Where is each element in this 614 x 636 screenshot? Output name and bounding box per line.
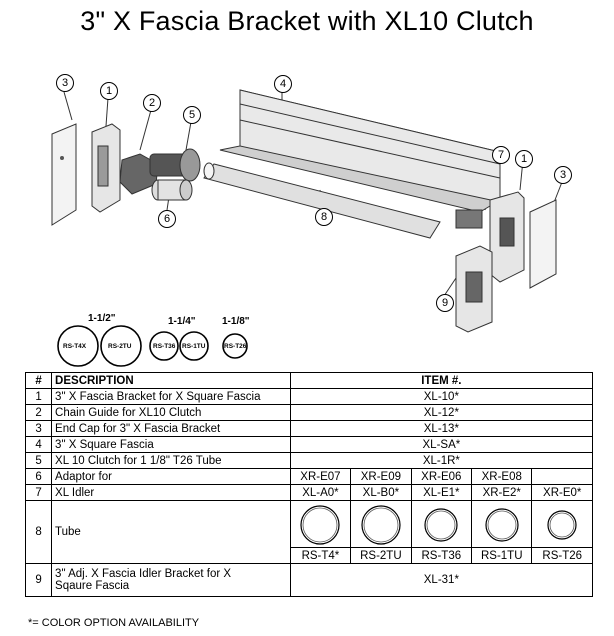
row-num: 3 — [24, 420, 53, 437]
row-description: 3" X Fascia Bracket for X Square Fascia — [51, 388, 291, 405]
tube-profile-icon — [485, 508, 519, 542]
item-code: XL-E1* — [410, 484, 473, 501]
row-num: 6 — [24, 468, 53, 485]
row-description: Adaptor for — [51, 468, 291, 485]
row-num: 5 — [24, 452, 53, 469]
row-num: 9 — [24, 563, 53, 597]
callout-3-right: 3 — [554, 166, 572, 184]
row-description: XL 10 Clutch for 1 1/8" T26 Tube — [51, 452, 291, 469]
table-row: 2 Chain Guide for XL10 Clutch XL-12* — [24, 404, 594, 421]
callout-9: 9 — [436, 294, 454, 312]
col-header-num: # — [24, 372, 53, 389]
callout-1-left: 1 — [100, 82, 118, 100]
ring-label: RS-T26 — [224, 343, 247, 350]
row-num: 8 — [24, 500, 53, 564]
row-num: 2 — [24, 404, 53, 421]
item-code: RS-1TU — [471, 547, 533, 564]
tube-profile-cell — [289, 500, 352, 548]
exploded-assembly-diagram — [51, 89, 563, 333]
ring-label: RS-1TU — [182, 343, 206, 350]
callout-6: 6 — [158, 210, 176, 228]
col-header-item: ITEM #. — [289, 372, 594, 389]
item-code: XR-E07 — [289, 468, 352, 485]
item-code: XL-A0* — [289, 484, 352, 501]
table-row: RS-T4* RS-2TU RS-T36 RS-1TU RS-T26 — [26, 547, 593, 564]
pipe-size-label: 1-1/4" — [168, 316, 196, 327]
row-description: 3" X Square Fascia — [51, 436, 291, 453]
callout-2: 2 — [143, 94, 161, 112]
row-description-line: 3" Adj. X Fascia Idler Bracket for X — [55, 568, 232, 580]
item-code: RS-T36 — [410, 547, 473, 564]
tube-profile-icon — [300, 505, 341, 545]
row-num: 7 — [24, 484, 53, 501]
item-code: XR-E09 — [350, 468, 412, 485]
table-row: 9 3" Adj. X Fascia Idler Bracket for X S… — [24, 563, 594, 597]
tube-profile-cell — [531, 500, 593, 548]
callout-4: 4 — [274, 75, 292, 93]
row-item: XL-10* — [289, 388, 594, 405]
page-title: 3" X Fascia Bracket with XL10 Clutch — [80, 6, 534, 36]
tube-profile-icon — [361, 505, 401, 545]
table-row: 6 Adaptor for XR-E07 XR-E09 XR-E06 XR-E0… — [24, 468, 593, 485]
item-code: XR-E0* — [531, 484, 593, 501]
tube-profile-icon — [424, 508, 458, 542]
tube-profile-icon — [547, 510, 577, 540]
table-row: 7 XL Idler XL-A0* XL-B0* XL-E1* XR-E2* X… — [24, 484, 593, 501]
item-code: XR-E06 — [410, 468, 473, 485]
tube-profile-rings — [57, 325, 248, 367]
ring-label: RS-T36 — [153, 343, 176, 350]
pipe-size-label: 1-1/8" — [222, 316, 250, 327]
item-code: XR-E2* — [471, 484, 533, 501]
table-row: 3 End Cap for 3" X Fascia Bracket XL-13* — [24, 420, 594, 437]
row-description: Tube — [51, 500, 291, 564]
tube-profile-cell — [410, 500, 473, 548]
callout-8: 8 — [315, 208, 333, 226]
tube-profile-cell — [471, 500, 533, 548]
callout-1-right: 1 — [515, 150, 533, 168]
row-item: XL-12* — [289, 404, 594, 421]
table-row: 8 Tube — [24, 500, 593, 564]
row-item: XL-SA* — [289, 436, 594, 453]
callout-7: 7 — [492, 146, 510, 164]
table-row: 5 XL 10 Clutch for 1 1/8" T26 Tube XL-1R… — [24, 452, 594, 469]
parts-table: # DESCRIPTION ITEM #. 1 3" X Fascia Brac… — [24, 372, 594, 597]
footnote: *= COLOR OPTION AVAILABILITY — [28, 617, 200, 629]
row-description: XL Idler — [51, 484, 291, 501]
ring-label: RS-2TU — [108, 343, 132, 350]
row-description: End Cap for 3" X Fascia Bracket — [51, 420, 291, 437]
row-description-line: Sqaure Fascia — [55, 580, 130, 592]
ring-label: RS-T4X — [63, 343, 87, 350]
row-item: XL-13* — [289, 420, 594, 437]
item-code: XL-B0* — [350, 484, 412, 501]
table-header-row: # DESCRIPTION ITEM #. — [24, 372, 594, 389]
table-row: 1 3" X Fascia Bracket for X Square Fasci… — [24, 388, 594, 405]
tube-profile-cell — [350, 500, 412, 548]
item-code: RS-T4* — [289, 547, 352, 564]
callout-5: 5 — [183, 106, 201, 124]
row-num: 1 — [24, 388, 53, 405]
table-row: 4 3" X Square Fascia XL-SA* — [24, 436, 594, 453]
row-description: Chain Guide for XL10 Clutch — [51, 404, 291, 421]
item-code: RS-2TU — [350, 547, 412, 564]
item-code: RS-T26 — [531, 547, 593, 564]
callout-3-left: 3 — [56, 74, 74, 92]
item-code — [531, 468, 593, 485]
item-code: XR-E08 — [471, 468, 533, 485]
row-description: 3" Adj. X Fascia Idler Bracket for X Sqa… — [51, 563, 291, 597]
row-num: 4 — [24, 436, 53, 453]
pipe-size-label: 1-1/2" — [88, 313, 116, 324]
col-header-description: DESCRIPTION — [51, 372, 291, 389]
row-item: XL-31* — [289, 563, 594, 597]
row-item: XL-1R* — [289, 452, 594, 469]
